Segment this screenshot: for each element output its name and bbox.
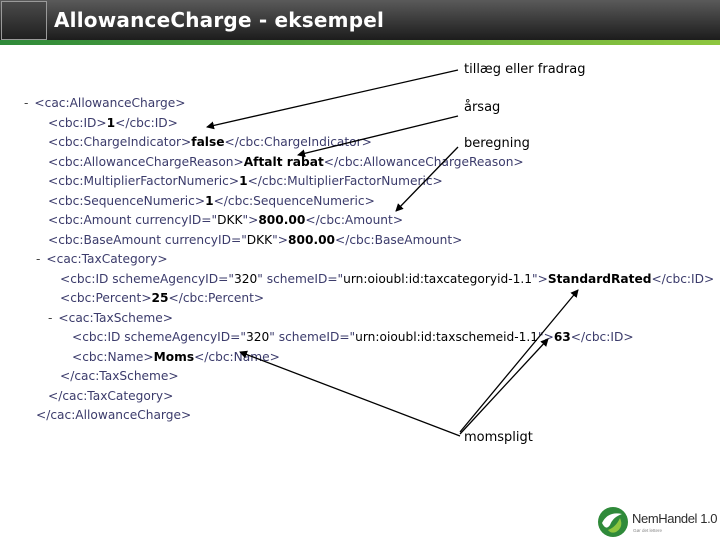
nemhandel-logo-icon bbox=[598, 507, 628, 537]
xml-tag: <cbc:BaseAmount currencyID=" bbox=[48, 232, 247, 247]
xml-value: 800.00 bbox=[288, 232, 336, 247]
xml-value: 800.00 bbox=[258, 213, 306, 227]
xml-value: Moms bbox=[153, 349, 195, 364]
xml-tag: </cbc:ID> bbox=[570, 330, 634, 344]
xml-attribute-value: DKK bbox=[246, 232, 273, 247]
arrow-momspligt-1 bbox=[459, 289, 579, 433]
xml-tag: "> bbox=[272, 232, 288, 247]
xml-attribute-value: 320 bbox=[245, 330, 270, 344]
xml-tag: </cbc:Amount> bbox=[305, 213, 404, 227]
xml-line: <cbc:Amount currencyID="DKK">800.00</cbc… bbox=[48, 212, 403, 228]
xml-tag: <cbc:Amount currencyID=" bbox=[48, 213, 218, 227]
xml-tag: </cbc:AllowanceChargeReason> bbox=[323, 154, 524, 169]
xml-value: Aftalt rabat bbox=[243, 154, 324, 169]
logo-tagline: Gør det lettere bbox=[633, 528, 663, 533]
xml-line: <cbc:SequenceNumeric>1</cbc:SequenceNume… bbox=[48, 193, 375, 209]
xml-tag: <cbc:Percent> bbox=[60, 291, 152, 305]
xml-tag: </cbc:ID> bbox=[115, 115, 178, 130]
xml-line: -<cac:TaxScheme> bbox=[48, 310, 173, 326]
xml-line: -<cac:AllowanceCharge> bbox=[24, 95, 185, 111]
arrow-momspligt-3 bbox=[239, 350, 461, 437]
xml-attribute-value: urn:oioubl:id:taxcategoryid-1.1 bbox=[343, 271, 532, 286]
arrow-tillaeg bbox=[206, 69, 459, 130]
xml-line: </cac:AllowanceCharge> bbox=[36, 407, 191, 423]
xml-tag: </cbc:BaseAmount> bbox=[335, 232, 463, 247]
xml-line: <cbc:MultiplierFactorNumeric>1</cbc:Mult… bbox=[48, 173, 443, 189]
xml-tag: </cbc:ID> bbox=[651, 271, 715, 286]
xml-tag: </cbc:MultiplierFactorNumeric> bbox=[247, 174, 443, 188]
xml-tag: </cac:TaxCategory> bbox=[48, 388, 174, 403]
xml-line: <cbc:Name>Moms</cbc:Name> bbox=[72, 349, 280, 365]
xml-value: StandardRated bbox=[547, 271, 652, 286]
accent-bar bbox=[0, 40, 720, 45]
xml-tag: <cbc:AllowanceChargeReason> bbox=[48, 154, 244, 169]
xml-line: <cbc:ID>1</cbc:ID> bbox=[48, 115, 178, 131]
header-corner-box bbox=[1, 1, 47, 40]
xml-tag: <cac:AllowanceCharge> bbox=[34, 96, 186, 110]
xml-line: <cbc:BaseAmount currencyID="DKK">800.00<… bbox=[48, 232, 462, 248]
xml-tag: <cbc:SequenceNumeric> bbox=[48, 193, 206, 208]
xml-value: 1 bbox=[205, 193, 214, 208]
slide-title: AllowanceCharge - eksempel bbox=[54, 8, 385, 32]
xml-tag: <cac:TaxScheme> bbox=[58, 310, 173, 325]
xml-line: </cac:TaxCategory> bbox=[48, 388, 173, 404]
xml-tag: <cbc:MultiplierFactorNumeric> bbox=[48, 174, 240, 188]
xml-value: 25 bbox=[151, 291, 169, 305]
xml-tag: <cbc:ID schemeAgencyID=" bbox=[60, 271, 234, 286]
logo-name: NemHandel 1.0 bbox=[632, 511, 718, 526]
annotation-beregning: beregning bbox=[464, 136, 530, 151]
xml-attribute-value: DKK bbox=[217, 213, 243, 227]
xml-tag: "> bbox=[532, 271, 548, 286]
xml-value: false bbox=[191, 135, 225, 149]
arrow-aarsag bbox=[297, 115, 459, 158]
xml-tag: <cbc:ID schemeAgencyID=" bbox=[72, 330, 246, 344]
xml-tag: <cbc:ID> bbox=[48, 115, 107, 130]
xml-value: 1 bbox=[106, 115, 116, 130]
xml-line: <cbc:AllowanceChargeReason>Aftalt rabat<… bbox=[48, 154, 524, 170]
xml-line: -<cac:TaxCategory> bbox=[36, 251, 168, 267]
arrow-beregning bbox=[395, 146, 459, 212]
collapse-marker[interactable]: - bbox=[48, 310, 53, 325]
xml-tag: <cbc:Name> bbox=[72, 349, 154, 364]
xml-value: 63 bbox=[553, 330, 571, 344]
xml-tag: " schemeID=" bbox=[269, 330, 356, 344]
xml-tag: </cbc:Percent> bbox=[168, 291, 265, 305]
xml-value: 1 bbox=[239, 174, 248, 188]
xml-line: <cbc:Percent>25</cbc:Percent> bbox=[60, 290, 264, 306]
xml-tag: <cac:TaxCategory> bbox=[46, 252, 168, 266]
annotation-tillaeg: tillæg eller fradrag bbox=[464, 62, 586, 77]
xml-line: <cbc:ID schemeAgencyID="320" schemeID="u… bbox=[60, 271, 714, 287]
annotation-aarsag: årsag bbox=[464, 100, 501, 115]
slide-header: AllowanceCharge - eksempel bbox=[0, 0, 720, 40]
xml-tag: "> bbox=[242, 213, 259, 227]
annotation-momspligt: momspligt bbox=[464, 430, 533, 445]
xml-tag: </cac:TaxScheme> bbox=[60, 369, 179, 383]
xml-line: <cbc:ID schemeAgencyID="320" schemeID="u… bbox=[72, 329, 634, 345]
xml-tag: </cac:AllowanceCharge> bbox=[36, 408, 192, 422]
collapse-marker[interactable]: - bbox=[36, 252, 41, 266]
nemhandel-logo: NemHandel 1.0 Gør det lettere bbox=[596, 505, 718, 539]
xml-attribute-value: urn:oioubl:id:taxschemeid-1.1 bbox=[355, 330, 538, 344]
xml-attribute-value: 320 bbox=[233, 271, 258, 286]
collapse-marker[interactable]: - bbox=[24, 96, 29, 110]
xml-tag: <cbc:ChargeIndicator> bbox=[48, 135, 192, 149]
xml-tag: </cbc:Name> bbox=[194, 349, 280, 364]
arrow-momspligt-2 bbox=[459, 338, 549, 435]
xml-tag: " schemeID=" bbox=[257, 271, 344, 286]
xml-line: </cac:TaxScheme> bbox=[60, 368, 179, 384]
xml-tag: </cbc:SequenceNumeric> bbox=[213, 193, 375, 208]
